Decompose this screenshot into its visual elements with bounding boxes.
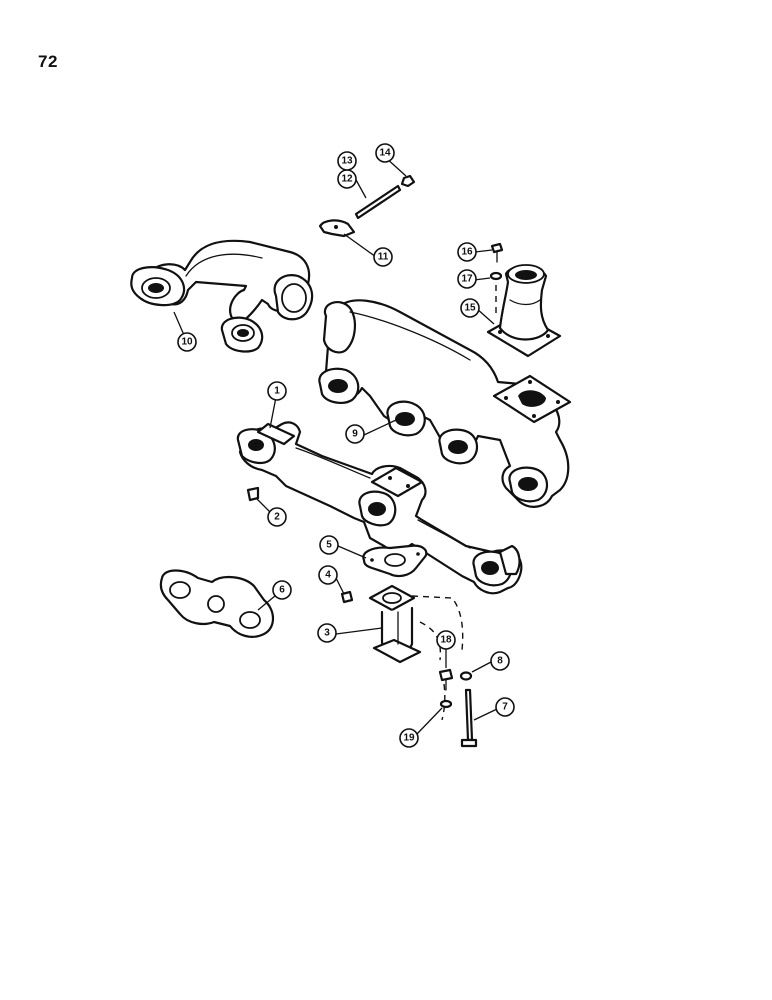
dashed-alignment-line	[419, 621, 442, 661]
svg-text:11: 11	[378, 252, 389, 263]
part-6-gasket	[159, 569, 275, 638]
part-18-bolt	[438, 668, 454, 691]
callout-6: 6	[272, 580, 292, 600]
svg-text:15: 15	[464, 303, 476, 314]
callout-17: 17	[457, 269, 477, 289]
part-11-clamp	[318, 219, 356, 238]
dashed-alignment-line	[441, 683, 446, 721]
part-4-plug	[340, 590, 354, 604]
part-17-lockwasher	[489, 271, 503, 281]
callouts: 1 2 3 4 5 6 7 8 9 10 11 12 13 14 15 16 1…	[177, 143, 515, 748]
dashed-alignment-line	[411, 595, 464, 651]
part-15-outlet-elbow	[486, 264, 562, 358]
svg-text:13: 13	[341, 156, 353, 167]
callout-19: 19	[399, 728, 419, 748]
callout-1: 1	[267, 381, 287, 401]
svg-text:9: 9	[352, 429, 358, 440]
callout-9: 9	[345, 424, 365, 444]
part-2-plug	[246, 486, 260, 502]
callout-2: 2	[267, 507, 287, 527]
part-5-gasket	[362, 544, 428, 578]
svg-text:8: 8	[497, 656, 503, 667]
part-3-pipe	[368, 584, 422, 664]
svg-text:2: 2	[274, 512, 280, 523]
svg-text:10: 10	[181, 337, 193, 348]
part-8-nut	[459, 671, 473, 681]
callout-16: 16	[457, 242, 477, 262]
callout-8: 8	[490, 651, 510, 671]
svg-text:17: 17	[461, 274, 473, 285]
svg-text:5: 5	[326, 540, 332, 551]
svg-text:7: 7	[502, 702, 508, 713]
callout-13: 13	[337, 151, 357, 171]
callout-4: 4	[318, 565, 338, 585]
callout-18: 18	[436, 630, 456, 650]
svg-text:16: 16	[461, 247, 473, 258]
part-10-manifold-rear	[130, 239, 314, 353]
svg-text:14: 14	[379, 148, 391, 159]
callout-11: 11	[373, 247, 393, 267]
part-1-manifold-lower	[236, 421, 523, 595]
callout-15: 15	[460, 298, 480, 318]
part-19-washer	[439, 699, 453, 709]
callout-14: 14	[375, 143, 395, 163]
part-12-stud	[354, 184, 402, 220]
part-9-manifold-front	[318, 299, 572, 508]
svg-text:12: 12	[341, 174, 353, 185]
callout-10: 10	[177, 332, 197, 352]
svg-text:4: 4	[325, 570, 331, 581]
page-number: 72	[38, 52, 58, 71]
callout-7: 7	[495, 697, 515, 717]
svg-text:6: 6	[279, 585, 285, 596]
svg-text:1: 1	[274, 386, 280, 397]
callout-12: 12	[337, 169, 357, 189]
callout-5: 5	[319, 535, 339, 555]
part-14-nut	[400, 174, 416, 188]
svg-text:19: 19	[403, 733, 415, 744]
svg-text:3: 3	[324, 628, 330, 639]
svg-text:18: 18	[440, 635, 452, 646]
callout-3: 3	[317, 623, 337, 643]
part-7-long-bolt	[460, 688, 478, 748]
part-16-bolt	[490, 242, 504, 263]
